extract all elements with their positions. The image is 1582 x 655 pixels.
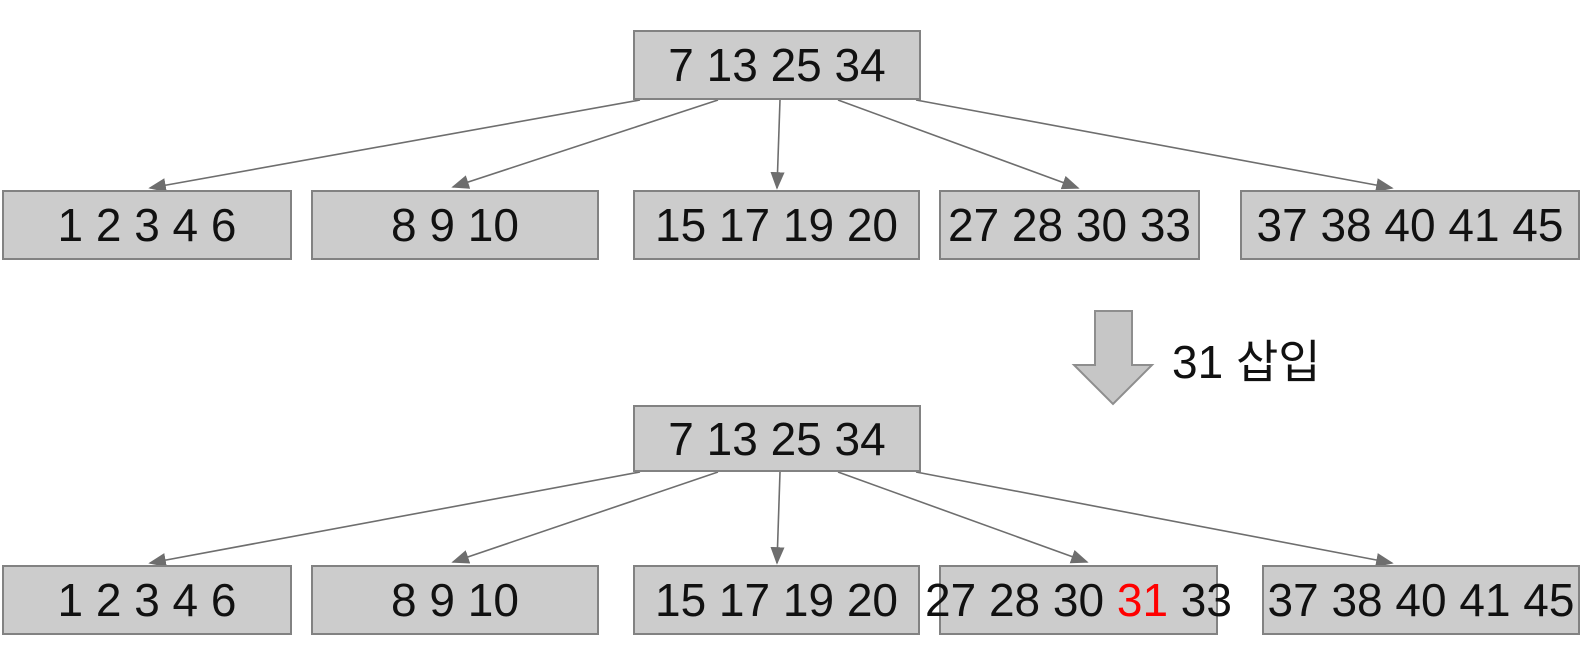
tree-after-leaf-4: 27 28 30 31 33 bbox=[925, 565, 1232, 635]
big-down-arrow-icon bbox=[1071, 310, 1155, 406]
tree-before-leaf-2: 8 9 10 bbox=[311, 190, 599, 260]
tree-before-leaf-1: 1 2 3 4 6 bbox=[2, 190, 292, 260]
tree-before-edges bbox=[148, 99, 1394, 193]
tree-before-root-node: 7 13 25 34 bbox=[633, 30, 921, 100]
insert-operation-label: 31 삽입 bbox=[1172, 336, 1321, 388]
tree-before-leaf-4: 27 28 30 33 bbox=[939, 190, 1200, 260]
tree-after-leaf-5: 37 38 40 41 45 bbox=[1262, 565, 1580, 635]
tree-after-root-node: 7 13 25 34 bbox=[633, 405, 921, 472]
tree-after-edges bbox=[148, 471, 1394, 568]
tree-after-leaf-1: 1 2 3 4 6 bbox=[2, 565, 292, 635]
leaf-values-prefix: 27 28 30 bbox=[925, 574, 1117, 626]
inserted-key: 31 bbox=[1116, 574, 1169, 626]
tree-before-leaf-5: 37 38 40 41 45 bbox=[1240, 190, 1580, 260]
tree-after-leaf-2: 8 9 10 bbox=[311, 565, 599, 635]
tree-after-leaf-3: 15 17 19 20 bbox=[633, 565, 920, 635]
tree-before-leaf-3: 15 17 19 20 bbox=[633, 190, 920, 260]
leaf-values-suffix: 33 bbox=[1168, 574, 1232, 626]
